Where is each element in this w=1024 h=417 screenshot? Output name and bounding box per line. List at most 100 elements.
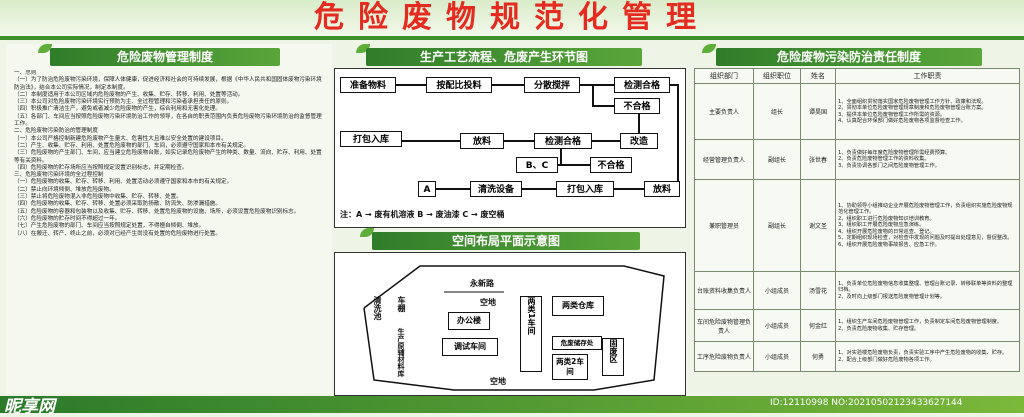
- flow-arrow: [614, 188, 644, 190]
- workshop-2-label: 两类2车间: [556, 357, 584, 376]
- solid-waste-label: 固废区: [609, 339, 618, 363]
- cell-dept: 主要负责人: [694, 83, 754, 140]
- flow-box-feed: 按配比投料: [426, 77, 492, 93]
- leaf-icon: [38, 44, 52, 53]
- flow-arrow: [560, 149, 562, 164]
- cell-dept: 台账资料收集负责人: [694, 271, 754, 310]
- cell-duty: 1、负责单位危险废物信息收集整理、管理台账记录、转移联单等资料的整理归档。 2、…: [835, 271, 1020, 310]
- flow-arrow: [580, 84, 614, 86]
- watermark-logo: 昵享网: [4, 397, 55, 417]
- leaf-icon: [702, 44, 716, 53]
- class-two-warehouse: 两类仓库: [552, 296, 604, 316]
- cell-position: 小组成员: [753, 309, 801, 342]
- cell-name: 谢文圣: [800, 179, 836, 272]
- page-title: 危险废物规范化管理: [314, 0, 710, 35]
- layout-panel: [334, 252, 686, 396]
- waste-storage-label: 危废储存处: [560, 339, 594, 347]
- flow-box-pack-2: 打包入库: [556, 181, 614, 197]
- table-row: 兼职管理员 副组长 谢文圣 1、协助领导小组推动企业开展危险废物管理工作，负责组…: [694, 179, 1020, 272]
- flow-box-fail: 不合格: [614, 98, 660, 114]
- duty-heading: 危险废物污染防治责任制度: [716, 48, 982, 66]
- cell-name: 何金红: [800, 309, 836, 342]
- flow-arrow: [670, 84, 678, 86]
- flow-arrow: [492, 84, 524, 86]
- table-row: 车间危险废物管理负责人 小组成员 何金红 1、组织生产车间危险废物管理工作，负责…: [694, 309, 1020, 342]
- table-row: 主要负责人 组长 谭昊国 1、全面组织贯彻落实国家危险废物管理工作方针、政策和法…: [694, 83, 1020, 140]
- carport-label: 车棚: [397, 296, 406, 312]
- flow-arrow: [558, 164, 590, 166]
- process-heading: 生产工艺流程、危废产生环节图: [366, 48, 642, 66]
- flow-box-discharge-2: 放料: [644, 181, 680, 197]
- leaf-icon: [356, 44, 370, 53]
- flow-arrow: [396, 84, 426, 86]
- leaf-icon: [360, 228, 374, 237]
- cell-position: 副组长: [753, 179, 801, 272]
- solid-waste-area: 固废区: [602, 338, 624, 376]
- flow-box-inspect: 检测合格: [614, 77, 670, 93]
- title-divider: [0, 36, 1024, 40]
- debug-workshop-label: 调试车间: [454, 342, 486, 351]
- cell-position: 小组成员: [753, 271, 801, 310]
- flow-box-modify: 改造: [620, 133, 658, 149]
- warehouse-label: 两类仓库: [562, 301, 594, 310]
- cell-duty: 1、协助领导小组推动企业开展危险废物管理工作，负责组织实施危险废物规范化管理工作…: [835, 179, 1020, 272]
- footer-band: [0, 396, 1024, 413]
- flow-box-discharge: 放料: [460, 133, 504, 149]
- cell-duty: 1、全面组织贯彻落实国家危险废物管理工作方针、政策和法规。 2、贯彻本单位危险废…: [835, 83, 1020, 140]
- cell-name: 谭昊国: [800, 83, 836, 140]
- cell-name: 汤雪花: [800, 271, 836, 310]
- duty-header-row: 组织部门 组织职位 姓名 工作职责: [694, 68, 1020, 84]
- open-space-label-2: 空地: [490, 377, 506, 386]
- road-label: 永新路: [470, 279, 494, 288]
- cell-dept: 兼职管理员: [694, 179, 754, 272]
- col-dept: 组织部门: [694, 68, 754, 84]
- management-system-heading: 危险废物管理制度: [50, 48, 280, 66]
- cell-dept: 车间危险废物管理负责人: [694, 309, 754, 342]
- workshop-2: 两类2车间: [552, 354, 588, 380]
- cell-dept: 经营管理负责人: [694, 139, 754, 180]
- debug-workshop: 调试车间: [442, 338, 498, 356]
- management-system-panel: [6, 44, 332, 394]
- cell-duty: 1、负责做好每年度危险废物管理所需经费预算。 2、负责危险废物管理工作的资料收集…: [835, 139, 1020, 180]
- flow-box-clean: 清洗设备: [470, 181, 522, 197]
- hazardous-waste-storage: 危废储存处: [552, 336, 602, 350]
- cell-position: 副组长: [753, 139, 801, 180]
- cell-name: 何勇: [800, 341, 836, 372]
- management-system-text: 一、总则 （一）为了防治危险废物污染环境，保障人体健康，促进经济和社会的可持续发…: [14, 70, 322, 237]
- cell-duty: 1、对实验楼危险废物负责，负责实验工序中产生危险废物的收集、贮存。 2、配合上级…: [835, 341, 1020, 372]
- cell-position: 组长: [753, 83, 801, 140]
- open-space-label: 空地: [480, 298, 496, 307]
- cell-name: 张世春: [800, 139, 836, 180]
- flow-arrow: [436, 188, 470, 190]
- cell-dept: 工序危险废物负责人: [694, 341, 754, 372]
- table-row: 工序危险废物负责人 小组成员 何勇 1、对实验楼危险废物负责，负责实验工序中产生…: [694, 341, 1020, 372]
- flow-arrow: [522, 188, 556, 190]
- wash-pool-label: 清洗池: [373, 296, 382, 320]
- col-duty: 工作职责: [835, 68, 1020, 84]
- raw-material-store-label: 生产原辅材料库: [397, 328, 405, 377]
- flow-box-bc: B、C: [516, 157, 558, 173]
- workshop-1: 两类1车间: [520, 296, 542, 372]
- flow-box-stir: 分散搅拌: [524, 77, 580, 93]
- flow-arrow: [638, 114, 640, 133]
- flow-box-prepare: 准备物料: [340, 77, 396, 93]
- legend-note: 注：A → 废有机溶液 B → 废油漆 C → 废空桶: [340, 210, 505, 219]
- duty-table: 组织部门 组织职位 姓名 工作职责 主要负责人 组长 谭昊国 1、全面组织贯彻落…: [694, 68, 1020, 372]
- workshop-1-label: 两类1车间: [527, 297, 536, 335]
- office-building: 办公楼: [448, 312, 490, 330]
- title-banner: [0, 0, 1024, 36]
- cell-position: 小组成员: [753, 341, 801, 372]
- flow-box-inspect-2: 检测合格: [534, 133, 592, 149]
- cell-duty: 1、组织生产车间危险废物管理工作，负责制定车间危险废物管理制度。 2、负责危险废…: [835, 309, 1020, 342]
- flow-arrow: [402, 140, 460, 142]
- flow-box-pack: 打包入库: [340, 131, 402, 147]
- col-name: 姓名: [800, 68, 836, 84]
- flow-box-a: A: [418, 181, 436, 197]
- flow-arrow: [592, 105, 614, 107]
- col-position: 组织职位: [753, 68, 801, 84]
- site-outline: [363, 265, 665, 391]
- image-id: ID:12110998 NO:20210502123433627144: [770, 398, 963, 408]
- flow-box-fail-2: 不合格: [590, 157, 632, 173]
- flow-arrow: [677, 84, 679, 181]
- flow-arrow: [504, 140, 534, 142]
